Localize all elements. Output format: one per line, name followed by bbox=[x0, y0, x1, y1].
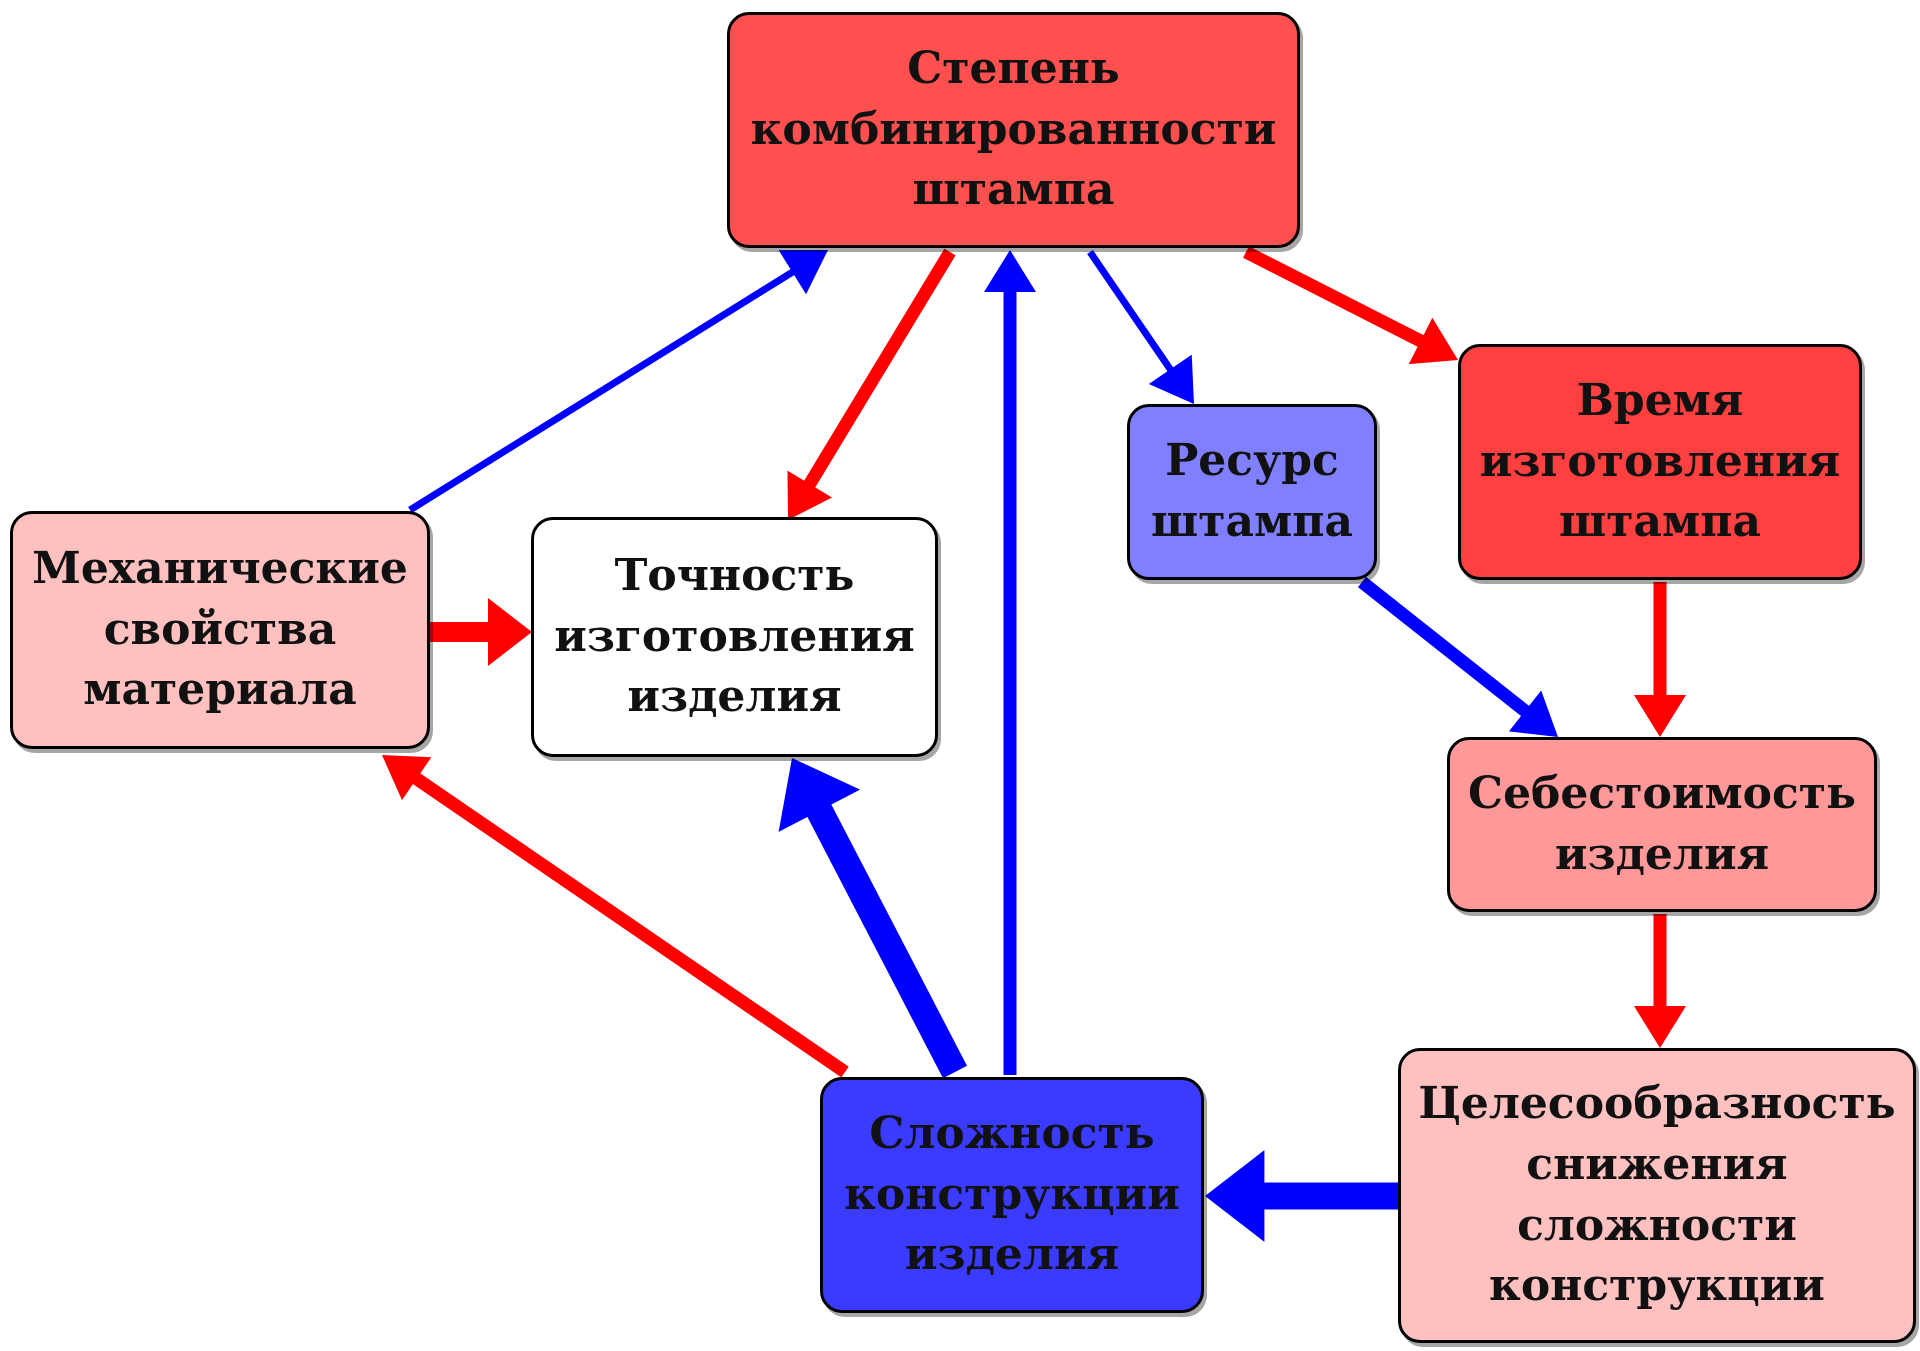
arrowhead-mech-to-degree bbox=[778, 250, 828, 295]
arrowhead-complex-to-accuracy bbox=[778, 758, 861, 832]
arrow-shaft-degree-to-resource bbox=[1087, 250, 1175, 373]
node-label: Механические свойства материала bbox=[32, 542, 408, 716]
arrow-shaft-degree-to-accuracy bbox=[803, 248, 956, 490]
node-stamp-resource: Ресурс штампа bbox=[1127, 404, 1377, 580]
arrowhead-cost-to-feasible bbox=[1634, 1006, 1686, 1048]
node-label: Степень комбинированности штампа bbox=[750, 42, 1277, 216]
arrow-shaft-mech-to-degree bbox=[408, 268, 796, 513]
node-product-cost: Себестоимость изделия bbox=[1447, 737, 1877, 912]
node-design-complexity: Сложность конструкции изделия bbox=[820, 1077, 1204, 1313]
node-label: Точность изготовления изделия bbox=[554, 549, 915, 723]
arrowhead-resource-to-cost bbox=[1508, 690, 1558, 737]
arrowhead-degree-to-time bbox=[1408, 317, 1458, 365]
arrow-shaft-resource-to-cost bbox=[1357, 576, 1531, 718]
node-stamp-manufacturing-time: Время изготовления штампа bbox=[1458, 344, 1862, 580]
arrow-shaft-degree-to-time bbox=[1243, 246, 1426, 348]
arrowhead-complex-to-degree bbox=[984, 250, 1036, 292]
node-label: Время изготовления штампа bbox=[1479, 374, 1841, 548]
arrowhead-time-to-cost bbox=[1634, 695, 1686, 737]
arrowhead-feasible-to-complex bbox=[1205, 1150, 1265, 1242]
node-label: Сложность конструкции изделия bbox=[844, 1107, 1180, 1281]
node-complexity-reduction-feasibility: Целесообразность снижения сложности конс… bbox=[1398, 1048, 1916, 1343]
node-material-mechanical-properties: Механические свойства материала bbox=[10, 511, 430, 749]
node-label: Ресурс штампа bbox=[1151, 435, 1353, 547]
arrowhead-mech-to-accuracy bbox=[488, 598, 532, 666]
arrowhead-degree-to-resource bbox=[1148, 354, 1194, 404]
arrowhead-degree-to-accuracy bbox=[787, 470, 832, 520]
node-stamp-combination-degree: Степень комбинированности штампа bbox=[727, 12, 1300, 248]
node-label: Себестоимость изделия bbox=[1468, 767, 1856, 880]
node-product-accuracy: Точность изготовления изделия bbox=[531, 517, 938, 757]
arrow-shaft-complex-to-accuracy bbox=[806, 802, 967, 1079]
node-label: Целесообразность снижения сложности конс… bbox=[1418, 1078, 1896, 1312]
arrow-shaft-complex-to-mech bbox=[411, 772, 849, 1078]
arrowhead-complex-to-mech bbox=[382, 755, 432, 801]
